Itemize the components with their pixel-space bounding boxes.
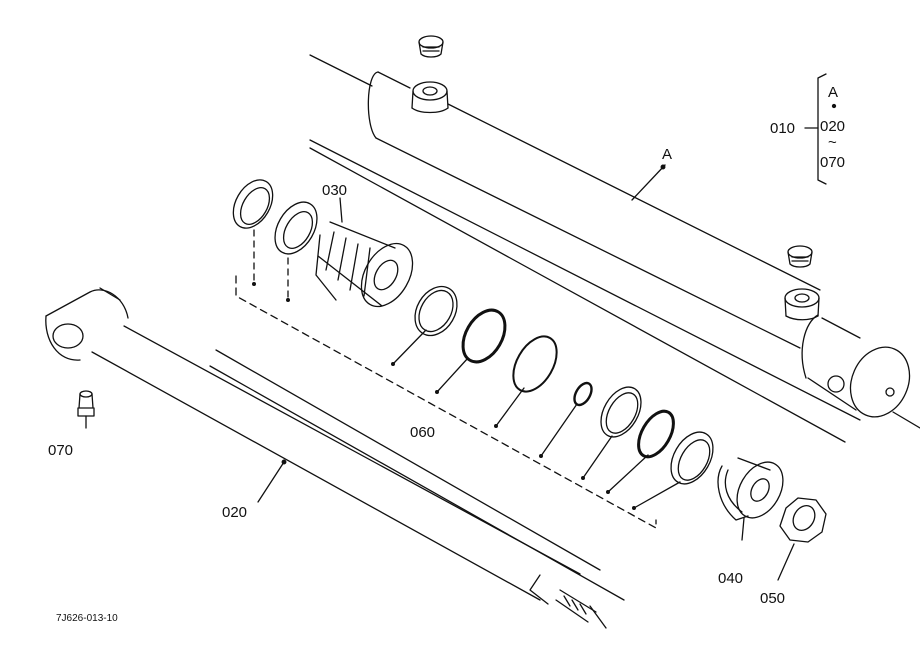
legend-bracket (804, 73, 837, 185)
label-assembly-a: A (662, 146, 673, 163)
legend-tilde: ~ (828, 134, 837, 151)
label-030: 030 (322, 182, 348, 199)
label-060: 060 (410, 424, 436, 441)
plug-top (418, 35, 444, 58)
cylinder-tube (309, 54, 920, 443)
plug-right (787, 245, 813, 268)
drawing-code: 7J626-013-10 (56, 613, 118, 624)
legend-parent: 010 (770, 120, 796, 137)
label-050: 050 (760, 590, 786, 607)
legend-range-end: 070 (820, 154, 846, 171)
label-040: 040 (718, 570, 744, 587)
grease-nipple (77, 390, 95, 429)
label-070: 070 (48, 442, 74, 459)
seal-group (232, 179, 827, 581)
leader-dots (252, 282, 636, 510)
label-020: 020 (222, 504, 248, 521)
legend-range-start: 020 (820, 118, 846, 135)
legend-letter: A (828, 84, 839, 101)
piston-rod (45, 287, 625, 629)
